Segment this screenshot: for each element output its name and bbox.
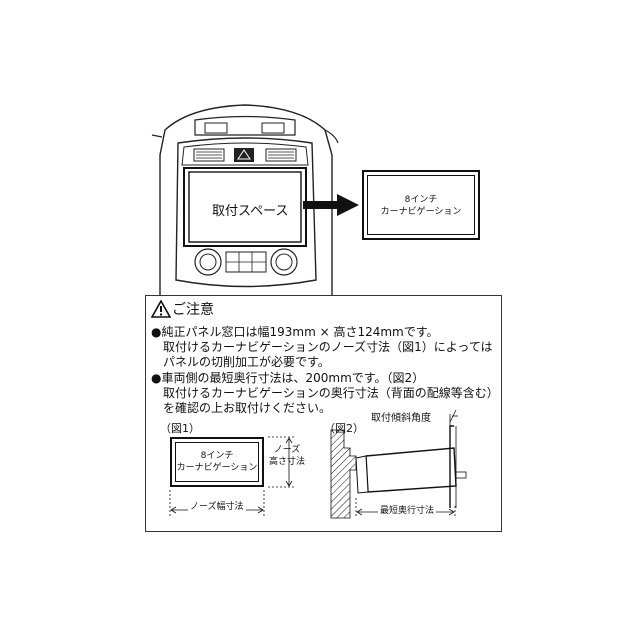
navi-unit-box: 8インチ カーナビゲーション (362, 170, 480, 240)
caution-heading: ご注意 (172, 302, 214, 318)
install-space-label: 取付スペース (212, 204, 289, 219)
fig2-depth-label: 最短奥行寸法 (378, 503, 437, 516)
warning-icon (151, 300, 171, 318)
caution-box: ご注意 ●純正パネル窓口は幅193mm × 高さ124mmです。 取付けるカーナ… (145, 295, 502, 532)
note-line: 取付けるカーナビゲーションのノーズ寸法（図1）によっては (151, 340, 493, 354)
fig2-angle-label: 取付傾斜角度 (371, 413, 431, 424)
note-line: パネルの切削加工が必要です。 (151, 355, 330, 369)
fig1-height-label-line2: 高さ寸法 (268, 457, 305, 467)
arrow-right-icon (303, 194, 359, 216)
fig1-navi-box: 8インチ カーナビゲーション (170, 437, 264, 487)
navi-size-label: 8インチ (404, 195, 438, 205)
fig1-navi-size-label: 8インチ (200, 451, 234, 461)
note-line: ●純正パネル窓口は幅193mm × 高さ124mmです。 (151, 325, 439, 339)
fig2-side-view (330, 409, 467, 519)
note-line: 取付けるカーナビゲーションの奥行寸法（背面の配線等含む） (151, 386, 499, 400)
navi-type-label: カーナビゲーション (380, 207, 462, 217)
note-line: を確認の上お取付けください。 (151, 401, 332, 415)
fig1-navi-type-label: カーナビゲーション (176, 463, 258, 473)
fig1-height-label: ノーズ 高さ寸法 (266, 444, 308, 468)
note-line: ●車両側の最短奥行寸法は、200mmです。（図2） (151, 371, 425, 385)
fig1-width-label: ノーズ幅寸法 (188, 499, 246, 512)
fig1-label: （図1） (160, 422, 200, 435)
dashboard-illustration (151, 104, 339, 295)
fig1-height-label-line1: ノーズ (273, 445, 301, 455)
